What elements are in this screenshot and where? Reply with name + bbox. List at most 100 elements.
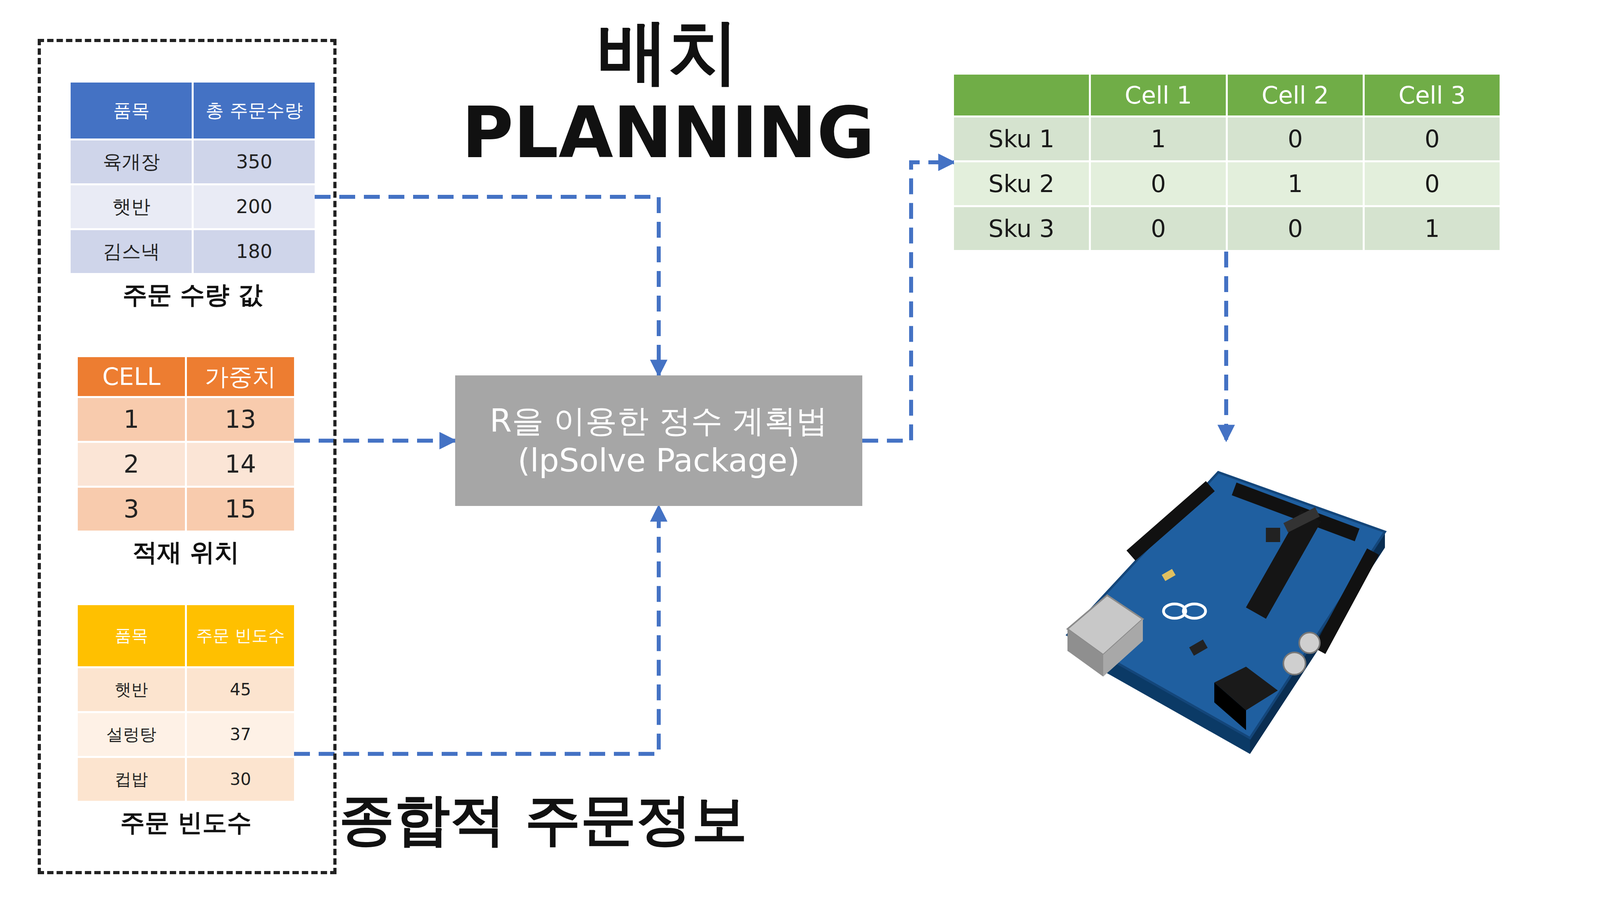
logo-mark — [1183, 603, 1206, 619]
table-cell: 2 — [77, 442, 185, 486]
cell-text: Cell 1 — [1124, 80, 1192, 110]
dashed-connector — [294, 438, 456, 443]
table-cell: 1 — [1364, 207, 1500, 250]
cell-text: 0 — [1287, 124, 1303, 154]
table-cell: 김스낵 — [70, 230, 192, 274]
data-table: CELL가중치113214315적재 위치 — [77, 357, 295, 531]
cell-text: 햇반 — [114, 679, 149, 700]
cell-text: Cell 2 — [1261, 80, 1329, 110]
header-cell — [953, 74, 1089, 116]
data-table: 품목총 주문수량육개장350햇반200김스낵180주문 수량 값 — [70, 82, 315, 274]
group-caption: 종합적 주문정보 — [338, 787, 748, 852]
dashed-connector — [294, 505, 659, 754]
cell-text: 가중치 — [204, 362, 277, 391]
cell-text: Sku 1 — [988, 124, 1055, 154]
table-caption: 주문 빈도수 — [77, 807, 295, 838]
arrow-to-board — [1224, 251, 1229, 441]
cell-text: 13 — [225, 404, 257, 435]
dashed-connector — [314, 196, 659, 376]
table-cell: Sku 1 — [953, 117, 1089, 161]
table-cell: 14 — [186, 442, 295, 486]
table-cell: 0 — [1227, 207, 1363, 250]
cell-text: 품목 — [113, 99, 150, 122]
cell-text: 0 — [1424, 169, 1440, 199]
cell-text: 30 — [229, 769, 251, 790]
cell-text: Cell 3 — [1398, 80, 1466, 110]
board-top — [1067, 472, 1385, 739]
pin-header — [1319, 551, 1374, 651]
cell-text: 설렁탕 — [106, 724, 157, 745]
table-cell: 37 — [186, 713, 295, 756]
table-cell: 3 — [77, 487, 185, 531]
cell-text: 350 — [236, 150, 273, 174]
arduino-board — [1067, 472, 1385, 754]
cell-text: 45 — [229, 679, 251, 700]
cell-text: 37 — [229, 724, 251, 745]
table-cell: 200 — [193, 185, 315, 229]
table-cell: 1 — [77, 398, 185, 441]
table-caption: 주문 수량 값 — [70, 280, 315, 310]
cell-text: 1 — [123, 404, 139, 435]
cell-text: 0 — [1287, 214, 1303, 243]
header-cell: 품목 — [70, 82, 192, 139]
cell-text: 1 — [1424, 214, 1440, 243]
table-cell: 육개장 — [70, 140, 192, 184]
crystal — [1161, 569, 1176, 582]
table-cell: 0 — [1090, 162, 1226, 206]
data-table: Cell 1Cell 2Cell 3Sku 1100Sku 2010Sku 30… — [953, 74, 1500, 250]
header-cell: 총 주문수량 — [193, 82, 315, 139]
process-box: R을 이용한 정수 계획법 (lpSolve Package) — [455, 375, 863, 506]
cell-text: 200 — [236, 195, 273, 219]
table-cell: Sku 2 — [953, 162, 1089, 206]
header-cell: 품목 — [77, 605, 185, 667]
usb-port — [1103, 619, 1143, 677]
diagram-title: 배치 PLANNING — [461, 11, 875, 174]
header-cell: CELL — [77, 357, 185, 397]
header-cell: 주문 빈도수 — [186, 605, 295, 667]
cell-text: 14 — [225, 449, 257, 479]
cell-text: 0 — [1424, 124, 1440, 154]
header-cell: Cell 2 — [1227, 74, 1363, 116]
table-cell: 0 — [1227, 117, 1363, 161]
cell-text: 품목 — [114, 625, 149, 646]
small-chip — [1189, 639, 1208, 656]
table-cell: 13 — [186, 398, 295, 441]
capacitor — [1299, 632, 1320, 654]
table-cell: 햇반 — [77, 668, 185, 712]
dashed-connector — [862, 162, 954, 441]
microchip — [1255, 515, 1312, 614]
table-cell: 1 — [1227, 162, 1363, 206]
table-cell: 1 — [1090, 117, 1226, 161]
cell-text: 육개장 — [102, 150, 160, 174]
icsp-header — [1285, 511, 1318, 528]
table-caption: 적재 위치 — [77, 537, 295, 568]
table-cell: 설렁탕 — [77, 713, 185, 756]
table-cell: 15 — [186, 487, 295, 531]
cell-text: 총 주문수량 — [205, 99, 303, 122]
table-cell: 45 — [186, 668, 295, 712]
pin-header — [1130, 486, 1211, 556]
cell-text: 1 — [1287, 169, 1303, 199]
table-cell: 350 — [193, 140, 315, 184]
table-cell: 0 — [1364, 162, 1500, 206]
cell-text: 0 — [1150, 214, 1166, 243]
table-cell: Sku 3 — [953, 207, 1089, 250]
cell-text: Sku 2 — [988, 169, 1055, 199]
cell-text: CELL — [102, 362, 161, 391]
table-cell: 0 — [1364, 117, 1500, 161]
capacitor — [1283, 652, 1306, 675]
cell-text: 3 — [123, 494, 139, 524]
cell-text: 2 — [123, 449, 139, 479]
table-cell: 180 — [193, 230, 315, 274]
dashed-group: 종합적 주문정보품목총 주문수량육개장350햇반200김스낵180주문 수량 값… — [37, 38, 337, 875]
cell-text: Sku 3 — [988, 214, 1055, 243]
cell-text: 15 — [225, 494, 257, 524]
reset-button — [1265, 527, 1281, 543]
header-cell: Cell 3 — [1364, 74, 1500, 116]
cell-text: 180 — [236, 240, 273, 264]
table-cell: 컵밥 — [77, 757, 185, 801]
header-cell: 가중치 — [186, 357, 295, 397]
cell-text: 김스낵 — [102, 240, 160, 264]
table-cell: 0 — [1090, 207, 1226, 250]
